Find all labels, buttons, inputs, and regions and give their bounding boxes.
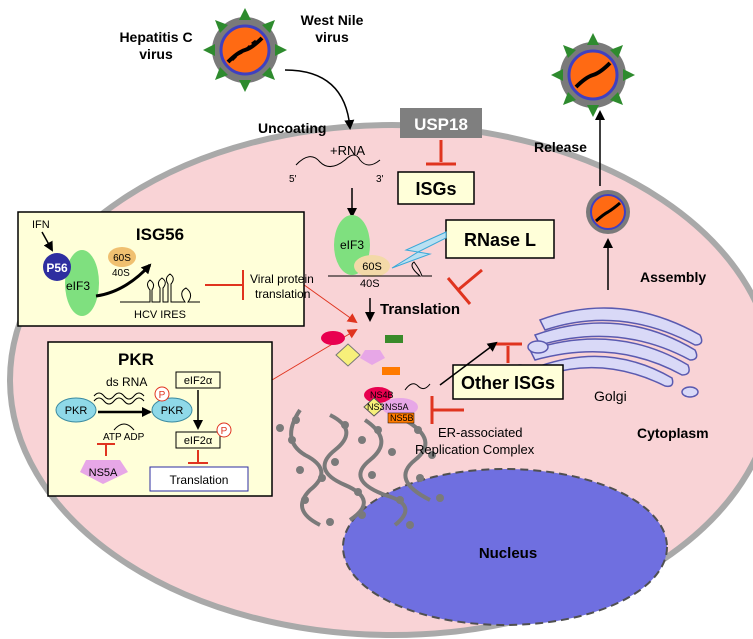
replication-to-golgi-arrow: [439, 341, 498, 386]
pkr-translation-label: Translation: [170, 473, 229, 487]
pkr-active: [151, 397, 193, 423]
isg56-viral-inhibition: [205, 270, 244, 300]
nucleus-label: Nucleus: [479, 545, 537, 562]
ds-rna-helix: [93, 392, 145, 405]
er-label-line1: ER-associated: [438, 425, 523, 440]
other-isgs-assembly-inhibition: [494, 342, 522, 363]
ns5b-label: NS5B: [390, 413, 414, 423]
entry-arrow: [284, 69, 355, 130]
replication-complex: NS4B NS3 NS5A NS5B: [363, 383, 431, 424]
isg56-title: ISG56: [136, 225, 184, 244]
p56-protein: [43, 253, 71, 281]
rna-plus-label: +RNA: [330, 143, 365, 158]
p56-label: P56: [46, 261, 68, 275]
viral-protein-line2: translation: [255, 287, 310, 301]
pkr-right-label: PKR: [161, 405, 184, 417]
release-label: Release: [534, 139, 587, 155]
isg56-eif3-label: eIF3: [66, 279, 90, 293]
er-label-line2: Replication Complex: [415, 442, 535, 457]
other-isgs-box: [452, 364, 564, 400]
eif2a-top-label: eIF2α: [184, 375, 213, 387]
isg56-40s-label: 40S: [112, 268, 130, 279]
pkr-translation-box: [149, 466, 249, 492]
golgi-label: Golgi: [594, 388, 627, 404]
ns5a-inhibition: [97, 443, 115, 456]
usp18-label: USP18: [414, 115, 468, 134]
isg56-60s: [108, 247, 136, 267]
released-virion: [551, 33, 635, 117]
translated-proteins: [321, 331, 403, 375]
assembling-virion: [586, 190, 630, 234]
wnv-label-line2: virus: [315, 29, 349, 45]
isg56-60s-label: 60S: [113, 253, 131, 264]
rna-5-prime: 5': [289, 174, 297, 185]
isg56-to-translation-arrow: [299, 281, 358, 324]
translation-label: Translation: [380, 301, 460, 318]
pkr-left-label: PKR: [65, 405, 88, 417]
assembly-label: Assembly: [640, 269, 706, 285]
rnase-l-inhibition: [446, 268, 483, 305]
viral-rna-strand: [295, 154, 381, 167]
isg56-panel: ISG56 IFN P56 eIF3 60S 40S HCV IRES Vira…: [17, 211, 314, 327]
isg56-block-arrow: [95, 263, 152, 298]
er-ribosomes: [276, 416, 444, 529]
ns3-label: NS3: [367, 402, 385, 412]
ifn-label: IFN: [32, 219, 50, 231]
ns5a-label: NS5A: [385, 402, 409, 412]
rna-3-prime: 3': [376, 174, 384, 185]
eif2a-translation-inhibition: [188, 450, 208, 464]
hcv-label-line1: Hepatitis C: [119, 29, 192, 45]
ribosome-40s-label: 40S: [360, 278, 380, 290]
cytoplasm-label: Cytoplasm: [637, 425, 709, 441]
other-isgs-label: Other ISGs: [461, 373, 555, 393]
hcv-ires-structure: [120, 273, 200, 303]
usp18-box: [400, 108, 482, 138]
hcv-virion: [203, 8, 287, 92]
wnv-label-line1: West Nile: [301, 12, 364, 28]
atp-adp-curve: [113, 423, 135, 431]
isgs-box: [397, 171, 475, 205]
pkr-inactive: [55, 397, 97, 423]
phosphate-1-label: P: [159, 390, 166, 401]
ns5a-protein: [80, 460, 128, 484]
rnase-l-box: [445, 219, 555, 259]
eif2a-top-box: [175, 371, 221, 389]
ribosome-60s-label: 60S: [362, 261, 382, 273]
usp18-inhibition: [426, 140, 456, 166]
hcv-ires-label: HCV IRES: [134, 309, 186, 321]
ds-rna-label: ds RNA: [106, 375, 147, 389]
isgs-label: ISGs: [415, 179, 456, 199]
phosphate-2-label: P: [221, 426, 228, 437]
eif2a-bottom-label: eIF2α: [184, 435, 213, 447]
pkr-title: PKR: [118, 350, 154, 369]
phosphate-2: [216, 422, 232, 438]
atp-adp-label: ATP ADP: [103, 432, 145, 443]
ifn-arrow: [41, 231, 53, 252]
ns5a-panel-label: NS5A: [89, 467, 118, 479]
uncoating-label: Uncoating: [258, 120, 326, 136]
lightning-bolt-icon: [391, 231, 447, 269]
ribosome-60s: [354, 255, 390, 277]
viral-protein-line1: Viral protein: [250, 272, 314, 286]
translating-rna: [328, 261, 432, 277]
rnase-l-label: RNase L: [464, 230, 536, 250]
pkr-panel: PKR ds RNA PKR ATP ADP PKR P eIF2α eIF2α…: [47, 341, 273, 497]
eif3-label: eIF3: [340, 238, 364, 252]
golgi-apparatus: [512, 307, 703, 398]
other-isgs-replication-inhibition: [430, 396, 464, 424]
isg56-eif3: [65, 250, 99, 316]
nucleus: [342, 468, 668, 626]
phosphate-1: [154, 386, 170, 402]
eif2a-bottom-box: [175, 431, 221, 449]
hcv-label-line2: virus: [139, 46, 173, 62]
ns4b-label: NS4B: [370, 390, 394, 400]
